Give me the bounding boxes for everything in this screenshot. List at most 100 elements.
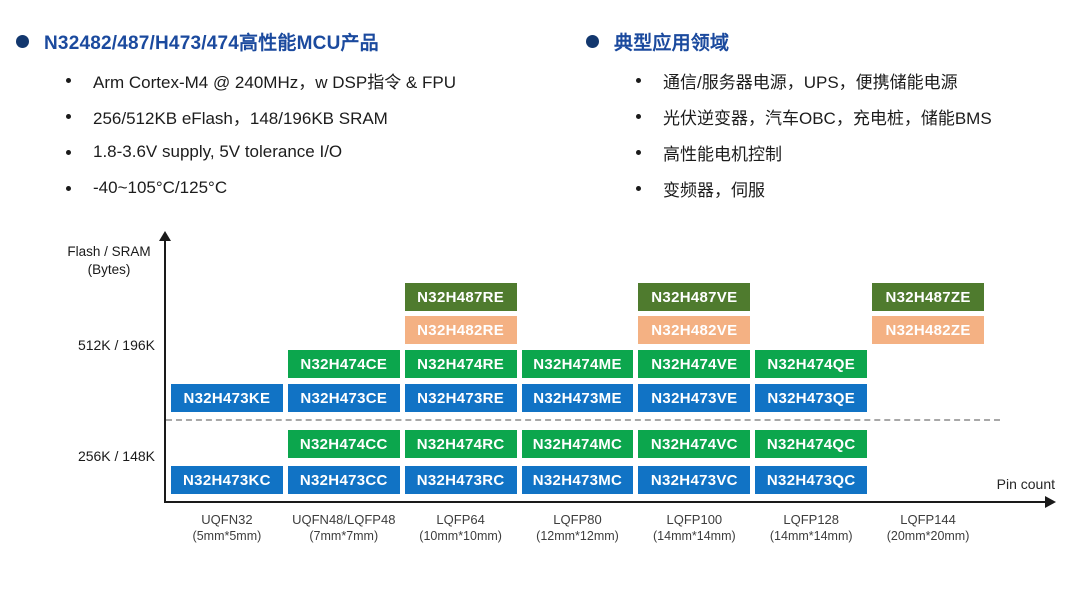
- package-size: (10mm*10mm): [419, 529, 502, 543]
- list-item: Arm Cortex-M4 @ 240MHz，w DSP指令 & FPU: [16, 62, 566, 98]
- chart-row-n32h482-512k: N32H482RE N32H482VE N32H482ZE: [171, 316, 984, 344]
- package-name: LQFP100: [666, 512, 723, 527]
- package-name: LQFP64: [436, 512, 485, 527]
- bullet-dot-icon: [636, 149, 641, 155]
- package-label-lqfp64: LQFP64 (10mm*10mm): [405, 511, 517, 545]
- list-item-text: -40~105°C/125°C: [93, 178, 228, 197]
- list-item: 256/512KB eFlash，148/196KB SRAM: [16, 98, 566, 134]
- part-box-n32h473kc: N32H473KC: [171, 466, 283, 494]
- package-size: (14mm*14mm): [653, 529, 736, 543]
- section-mcu-products: N32482/487/H473/474高性能MCU产品 Arm Cortex-M…: [16, 28, 566, 206]
- part-box-n32h473cc: N32H473CC: [287, 466, 400, 494]
- bullet-dot-icon: [636, 113, 641, 119]
- y-axis-arrow-icon: [159, 231, 171, 241]
- package-name: LQFP128: [783, 512, 840, 527]
- package-size: (14mm*14mm): [769, 529, 853, 543]
- part-box-n32h474ce: N32H474CE: [287, 350, 400, 378]
- empty-cell: [171, 430, 283, 458]
- part-box-n32h473mc: N32H473MC: [521, 466, 634, 494]
- list-item-text: 1.8-3.6V supply, 5V tolerance I/O: [93, 142, 343, 161]
- part-box-n32h482ze: N32H482ZE: [872, 316, 984, 344]
- package-name: UQFN32: [201, 512, 253, 527]
- part-box-n32h474qc: N32H474QC: [755, 430, 868, 458]
- package-size: (12mm*12mm): [536, 529, 619, 543]
- part-box-n32h474ve: N32H474VE: [638, 350, 751, 378]
- empty-cell: [872, 466, 984, 494]
- part-box-n32h474qe: N32H474QE: [755, 350, 868, 378]
- package-label-lqfp128: LQFP128 (14mm*14mm): [755, 511, 867, 545]
- package-size: (20mm*20mm): [886, 529, 970, 543]
- list-item-text: 光伏逆变器，汽车OBC，充电桩，储能BMS: [663, 108, 992, 128]
- list-item: -40~105°C/125°C: [16, 170, 566, 206]
- package-label-lqfp144: LQFP144 (20mm*20mm): [872, 511, 984, 545]
- section-bullet-icon: [586, 34, 599, 48]
- empty-cell: [522, 316, 634, 344]
- list-item: 变频器，伺服: [586, 170, 1076, 206]
- package-labels: UQFN32 (5mm*5mm) UQFN48/LQFP48 (7mm*7mm) LQF…: [171, 511, 984, 545]
- package-name: LQFP144: [900, 512, 956, 527]
- package-label-lqfp80: LQFP80 (12mm*12mm): [522, 511, 634, 545]
- bullet-dot-icon: [66, 185, 71, 191]
- list-item-text: 256/512KB eFlash，148/196KB SRAM: [93, 108, 388, 128]
- bullet-dot-icon: [636, 77, 641, 83]
- section-title-row: 典型应用领域: [586, 28, 1076, 54]
- part-box-n32h473me: N32H473ME: [521, 384, 634, 412]
- x-axis-arrow-icon: [1045, 496, 1056, 508]
- x-axis-label: Pin count: [996, 476, 1055, 492]
- part-box-n32h473ve: N32H473VE: [638, 384, 751, 412]
- section-title: 典型应用领域: [614, 32, 730, 54]
- empty-cell: [872, 350, 984, 378]
- empty-cell: [171, 350, 283, 378]
- list-item-text: 高性能电机控制: [663, 144, 782, 164]
- list-item-text: 变频器，伺服: [663, 180, 765, 200]
- y-axis: [164, 240, 166, 503]
- package-label-uqfn32: UQFN32 (5mm*5mm): [171, 511, 283, 545]
- empty-cell: [522, 283, 634, 311]
- package-label-uqfn48-lqfp48: UQFN48/LQFP48 (7mm*7mm): [288, 511, 400, 545]
- list-item-text: Arm Cortex-M4 @ 240MHz，w DSP指令 & FPU: [93, 72, 456, 92]
- package-name: LQFP80: [553, 512, 602, 527]
- list-item: 1.8-3.6V supply, 5V tolerance I/O: [16, 134, 566, 170]
- section-bullet-icon: [16, 34, 29, 48]
- y-tick-512k: 512K / 196K: [77, 337, 155, 353]
- bullet-dot-icon: [66, 113, 71, 119]
- part-box-n32h473vc: N32H473VC: [638, 466, 751, 494]
- part-box-n32h474me: N32H474ME: [521, 350, 634, 378]
- section-applications: 典型应用领域 通信/服务器电源，UPS，便携储能电源 光伏逆变器，汽车OBC，充…: [586, 28, 1076, 206]
- package-size: (5mm*5mm): [192, 529, 262, 543]
- bullet-dot-icon: [636, 185, 641, 191]
- part-box-n32h473ce: N32H473CE: [287, 384, 400, 412]
- part-box-n32h482ve: N32H482VE: [638, 316, 751, 344]
- part-box-n32h473ke: N32H473KE: [171, 384, 283, 412]
- part-box-n32h487re: N32H487RE: [404, 283, 517, 311]
- part-box-n32h473qe: N32H473QE: [755, 384, 868, 412]
- part-box-n32h474cc: N32H474CC: [287, 430, 400, 458]
- application-list: 通信/服务器电源，UPS，便携储能电源 光伏逆变器，汽车OBC，充电桩，储能BM…: [586, 62, 1076, 206]
- package-name: UQFN48/LQFP48: [292, 512, 396, 527]
- part-box-n32h482re: N32H482RE: [404, 316, 517, 344]
- feature-list: Arm Cortex-M4 @ 240MHz，w DSP指令 & FPU 256…: [16, 62, 566, 206]
- empty-cell: [755, 283, 867, 311]
- empty-cell: [171, 283, 283, 311]
- package-size: (7mm*7mm): [309, 529, 379, 543]
- part-box-n32h473re: N32H473RE: [404, 384, 517, 412]
- empty-cell: [872, 384, 984, 412]
- bullet-dot-icon: [66, 77, 71, 83]
- section-title: N32482/487/H473/474高性能MCU产品: [44, 32, 379, 54]
- y-axis-title: Flash / SRAM (Bytes): [55, 243, 163, 279]
- part-box-n32h487ze: N32H487ZE: [872, 283, 984, 311]
- part-box-n32h474vc: N32H474VC: [638, 430, 751, 458]
- empty-cell: [872, 430, 984, 458]
- bullet-dot-icon: [66, 149, 71, 155]
- list-item: 通信/服务器电源，UPS，便携储能电源: [586, 62, 1076, 98]
- empty-cell: [171, 316, 283, 344]
- section-title-row: N32482/487/H473/474高性能MCU产品: [16, 28, 566, 54]
- empty-cell: [755, 316, 867, 344]
- y-axis-title-line1: Flash / SRAM: [67, 244, 151, 259]
- memory-divider-line: [166, 419, 1000, 421]
